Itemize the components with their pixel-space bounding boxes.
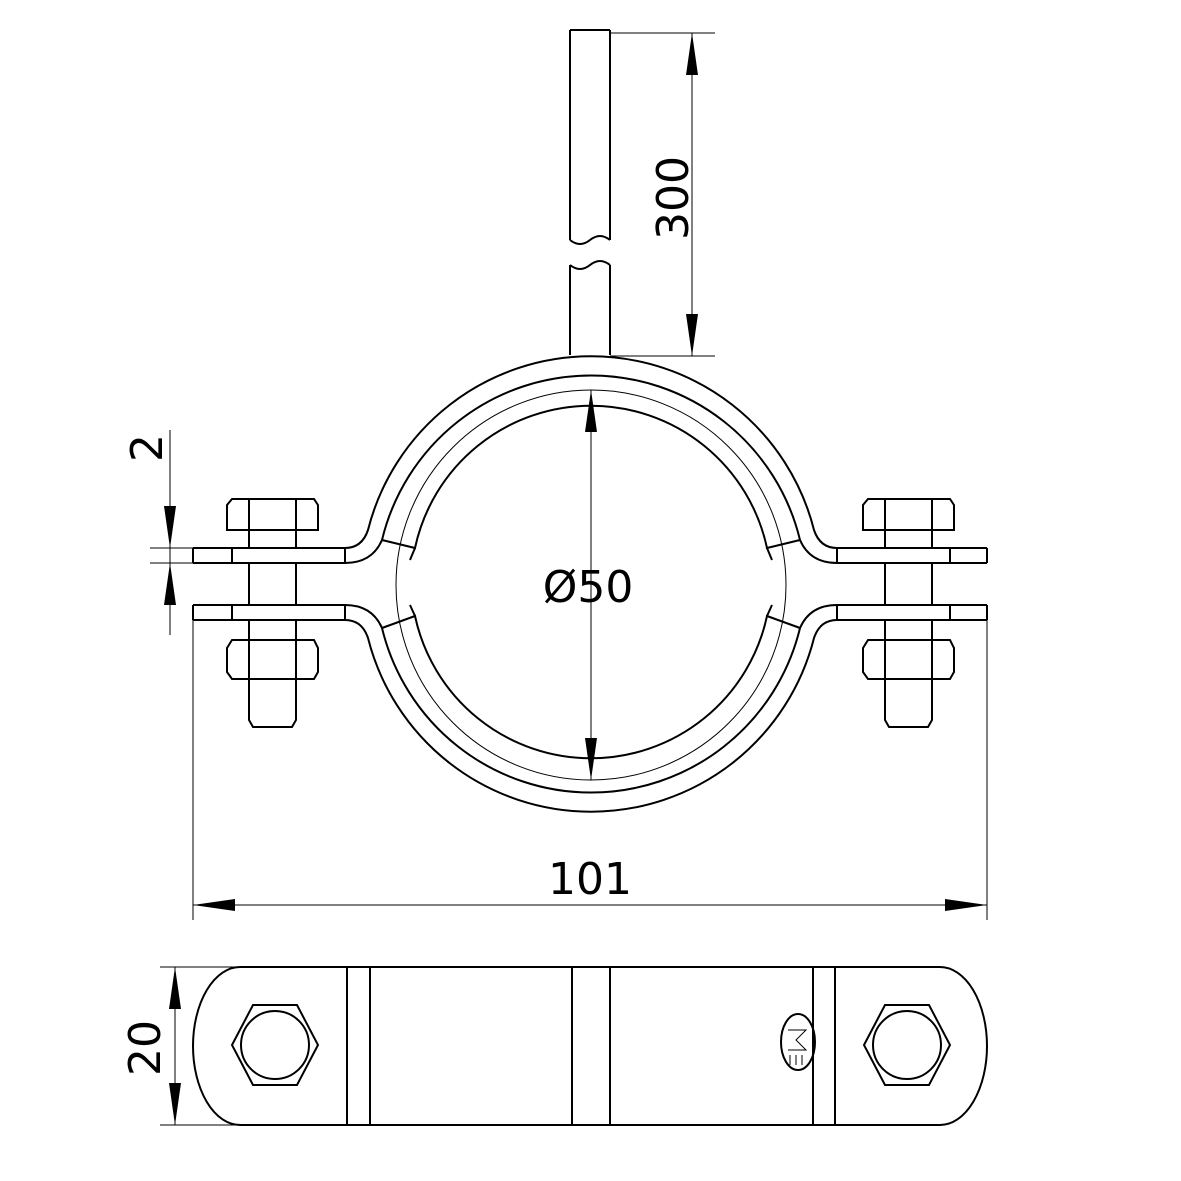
- dimension-label-20: 20: [120, 1020, 171, 1076]
- dimension-label-300: 300: [648, 156, 699, 240]
- dimension-rod-length: 300: [610, 32, 715, 357]
- dimension-gap: 2: [122, 430, 193, 635]
- dimension-label-diameter: Ø50: [543, 562, 634, 613]
- dimension-label-101: 101: [548, 854, 632, 905]
- bolt-right: [862, 498, 955, 728]
- dimension-width: 101: [192, 620, 988, 920]
- clamp-top-view: [192, 966, 988, 1126]
- dimension-band-width: 20: [120, 966, 235, 1126]
- threaded-rod: [569, 29, 611, 355]
- hex-nut-left: [230, 1004, 320, 1086]
- hex-nut-right: [862, 1004, 952, 1086]
- dimension-diameter: Ø50: [543, 390, 634, 780]
- dimension-label-2: 2: [122, 434, 173, 462]
- bolt-left: [226, 498, 319, 728]
- manufacturer-logo-icon: [780, 1013, 816, 1071]
